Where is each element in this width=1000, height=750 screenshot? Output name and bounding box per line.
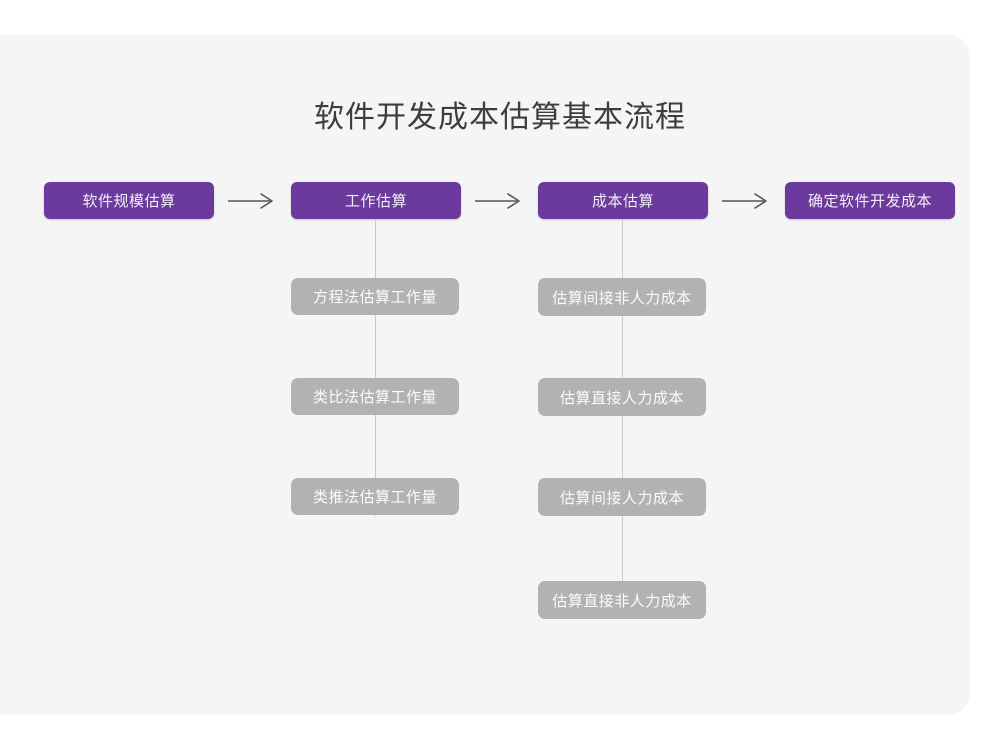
- page-title: 软件开发成本估算基本流程: [314, 101, 686, 134]
- branch-node-indirect-labor-cost[interactable]: 估算间接人力成本: [538, 478, 706, 516]
- branch-node-inference-method-effort[interactable]: 类推法估算工作量: [291, 478, 459, 515]
- content-card: [0, 35, 970, 715]
- arrow-right-icon-2: [475, 190, 525, 212]
- node-label: 估算直接非人力成本: [552, 592, 692, 610]
- node-label: 方程法估算工作量: [312, 289, 437, 306]
- branch-connector-left: [375, 219, 376, 516]
- arrow-right-icon-1: [228, 190, 278, 212]
- flow-node-cost-estimation[interactable]: 成本估算: [538, 182, 708, 219]
- node-label: 估算间接非人力成本: [552, 289, 692, 307]
- node-label: 工作估算: [344, 193, 407, 210]
- node-label: 类推法估算工作量: [312, 489, 437, 506]
- branch-connector-right: [622, 219, 623, 619]
- flow-node-determine-development-cost[interactable]: 确定软件开发成本: [785, 182, 955, 219]
- node-label: 成本估算: [591, 193, 654, 210]
- branch-node-analogy-method-effort[interactable]: 类比法估算工作量: [291, 378, 459, 415]
- flow-node-effort-estimation[interactable]: 工作估算: [291, 182, 461, 219]
- node-label: 估算直接人力成本: [559, 389, 684, 407]
- branch-node-direct-labor-cost[interactable]: 估算直接人力成本: [538, 378, 706, 416]
- branch-node-direct-nonlabor-cost[interactable]: 估算直接非人力成本: [538, 581, 706, 619]
- node-label: 类比法估算工作量: [312, 389, 437, 406]
- branch-node-equation-method-effort[interactable]: 方程法估算工作量: [291, 278, 459, 315]
- node-label: 软件规模估算: [82, 193, 176, 210]
- branch-node-indirect-nonlabor-cost[interactable]: 估算间接非人力成本: [538, 278, 706, 316]
- flow-node-software-scale-estimation[interactable]: 软件规模估算: [44, 182, 214, 219]
- arrow-right-icon-3: [722, 190, 772, 212]
- node-label: 确定软件开发成本: [807, 193, 932, 210]
- node-label: 估算间接人力成本: [559, 489, 684, 507]
